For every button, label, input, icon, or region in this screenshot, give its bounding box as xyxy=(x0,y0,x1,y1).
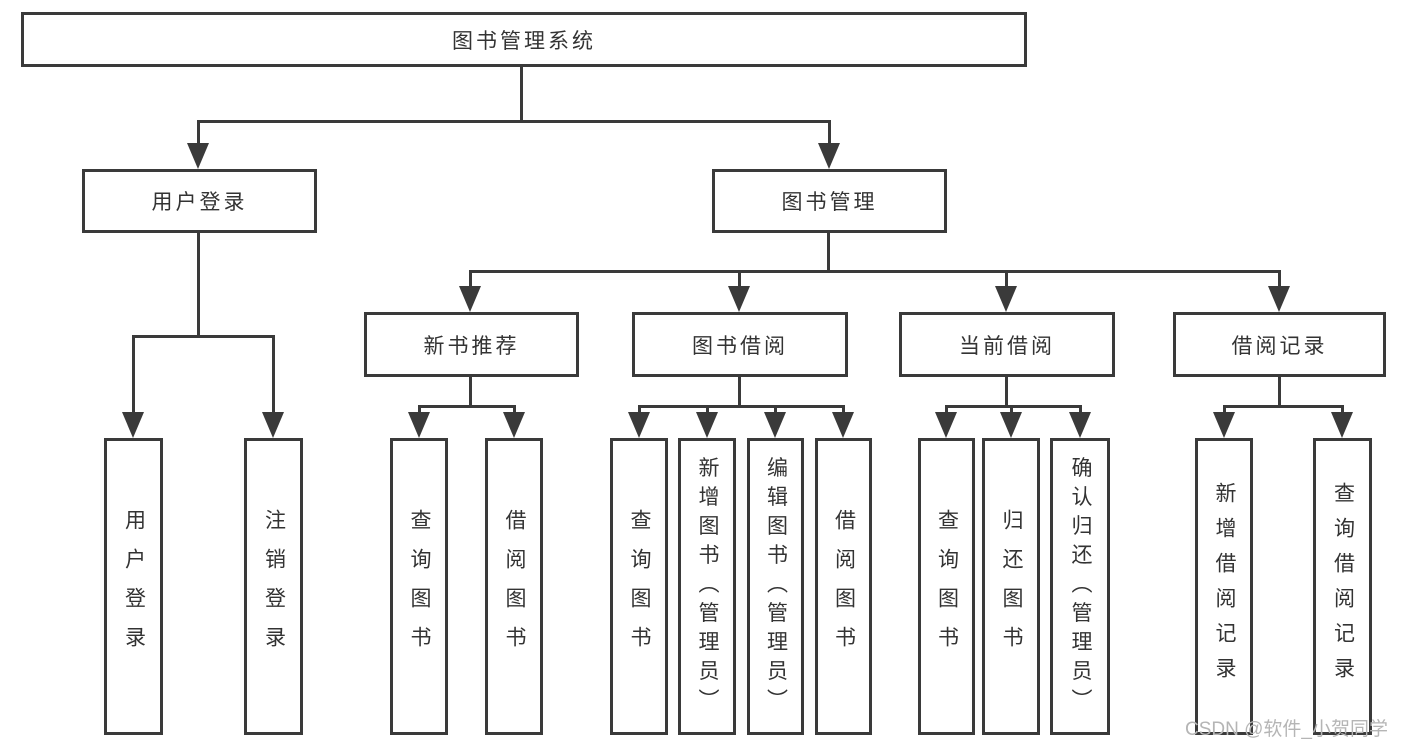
leaf-query-books-recommend: 查询图书 xyxy=(390,438,448,735)
arrowhead-g3-leaf2 xyxy=(696,412,718,438)
leaf-edit-book-admin-label: 编辑图书（管理员） xyxy=(764,456,788,717)
node-book-borrowing-label: 图书借阅 xyxy=(692,334,788,358)
connector-book-borrowing-drop xyxy=(738,377,741,405)
leaf-add-book-admin-label: 新增图书（管理员） xyxy=(696,456,719,717)
arrowhead-new-book xyxy=(459,286,481,312)
connector-user-login-drop xyxy=(197,233,200,335)
connector-g3-leaf3-stem xyxy=(774,405,777,412)
connector-book-management-stem xyxy=(828,120,831,143)
leaf-logout-label: 注销登录 xyxy=(262,508,286,665)
connector-g2-leaf1-stem xyxy=(418,405,421,412)
leaf-user-login-label: 用户登录 xyxy=(122,508,146,665)
arrowhead-g4-leaf1 xyxy=(935,412,957,438)
connector-g4-leaf2-stem xyxy=(1010,405,1013,412)
arrowhead-g5-leaf1 xyxy=(1213,412,1235,438)
connector-current-borrowing-stem xyxy=(1005,270,1008,286)
leaf-edit-book-admin: 编辑图书（管理员） xyxy=(747,438,804,735)
leaf-return-books: 归还图书 xyxy=(982,438,1040,735)
connector-leaf-login-stem xyxy=(132,335,135,412)
arrowhead-g5-leaf2 xyxy=(1331,412,1353,438)
node-borrowing-records: 借阅记录 xyxy=(1173,312,1386,377)
connector-user-login-stem xyxy=(197,120,200,143)
arrowhead-current-borrowing xyxy=(995,286,1017,312)
node-current-borrowing: 当前借阅 xyxy=(899,312,1115,377)
connector-book-management-drop xyxy=(827,233,830,270)
connector-g5-leaf2-stem xyxy=(1341,405,1344,412)
node-user-login-label: 用户登录 xyxy=(151,191,248,214)
leaf-borrow-books-recommend-label: 借阅图书 xyxy=(503,508,526,665)
connector-g3-leaf2-stem xyxy=(706,405,709,412)
node-library-management-system: 图书管理系统 xyxy=(21,12,1027,67)
leaf-borrow-books-borrowing: 借阅图书 xyxy=(815,438,872,735)
node-library-management-system-label: 图书管理系统 xyxy=(452,29,596,53)
connector-current-borrowing-drop xyxy=(1005,377,1008,405)
connector-level3-bar xyxy=(469,270,1281,273)
arrowhead-user-login xyxy=(187,143,209,169)
node-new-book-recommend: 新书推荐 xyxy=(364,312,579,377)
connector-borrowing-records-stem xyxy=(1278,270,1281,286)
leaf-borrow-books-recommend: 借阅图书 xyxy=(485,438,543,735)
connector-g5-leaf1-stem xyxy=(1223,405,1226,412)
connector-g4-leaf3-stem xyxy=(1079,405,1082,412)
node-current-borrowing-label: 当前借阅 xyxy=(959,334,1055,358)
connector-new-book-bar xyxy=(418,405,516,408)
connector-g3-leaf1-stem xyxy=(638,405,641,412)
leaf-query-borrow-record-label: 查询借阅记录 xyxy=(1331,481,1355,692)
leaf-add-borrow-record: 新增借阅记录 xyxy=(1195,438,1253,735)
connector-borrowing-records-bar xyxy=(1223,405,1344,408)
connector-new-book-stem xyxy=(469,270,472,286)
arrowhead-book-management xyxy=(818,143,840,169)
leaf-query-books-recommend-label: 查询图书 xyxy=(408,508,431,665)
connector-current-borrowing-bar xyxy=(945,405,1082,408)
arrowhead-borrowing-records xyxy=(1268,286,1290,312)
connector-level2-bar xyxy=(197,120,830,123)
arrowhead-book-borrowing xyxy=(728,286,750,312)
connector-leaf-logout-stem xyxy=(272,335,275,412)
connector-g3-leaf4-stem xyxy=(842,405,845,412)
leaf-logout: 注销登录 xyxy=(244,438,303,735)
node-user-login: 用户登录 xyxy=(82,169,317,233)
leaf-query-books-current: 查询图书 xyxy=(918,438,975,735)
leaf-query-books-borrowing-label: 查询图书 xyxy=(628,508,651,665)
leaf-query-books-borrowing: 查询图书 xyxy=(610,438,668,735)
leaf-confirm-return-admin-label: 确认归还（管理员） xyxy=(1069,456,1092,717)
node-book-borrowing: 图书借阅 xyxy=(632,312,848,377)
arrowhead-g3-leaf3 xyxy=(764,412,786,438)
leaf-add-borrow-record-label: 新增借阅记录 xyxy=(1213,481,1236,692)
connector-root-drop xyxy=(520,67,523,120)
arrowhead-leaf-login xyxy=(122,412,144,438)
arrowhead-leaf-logout xyxy=(262,412,284,438)
arrowhead-g3-leaf4 xyxy=(832,412,854,438)
leaf-confirm-return-admin: 确认归还（管理员） xyxy=(1050,438,1110,735)
leaf-query-books-current-label: 查询图书 xyxy=(935,508,959,665)
leaf-borrow-books-borrowing-label: 借阅图书 xyxy=(832,508,856,665)
connector-book-borrowing-bar xyxy=(638,405,845,408)
arrowhead-g3-leaf1 xyxy=(628,412,650,438)
node-new-book-recommend-label: 新书推荐 xyxy=(423,334,520,358)
connector-g2-leaf2-stem xyxy=(513,405,516,412)
arrowhead-g2-leaf2 xyxy=(503,412,525,438)
leaf-return-books-label: 归还图书 xyxy=(1000,508,1023,665)
arrowhead-g2-leaf1 xyxy=(408,412,430,438)
arrowhead-g4-leaf2 xyxy=(1000,412,1022,438)
node-book-management: 图书管理 xyxy=(712,169,947,233)
leaf-user-login: 用户登录 xyxy=(104,438,163,735)
connector-book-borrowing-stem xyxy=(738,270,741,286)
connector-user-login-bar xyxy=(132,335,275,338)
leaf-add-book-admin: 新增图书（管理员） xyxy=(678,438,736,735)
leaf-query-borrow-record: 查询借阅记录 xyxy=(1313,438,1372,735)
node-borrowing-records-label: 借阅记录 xyxy=(1231,334,1328,358)
arrowhead-g4-leaf3 xyxy=(1069,412,1091,438)
connector-borrowing-records-drop xyxy=(1278,377,1281,405)
connector-new-book-drop xyxy=(469,377,472,405)
connector-g4-leaf1-stem xyxy=(945,405,948,412)
node-book-management-label: 图书管理 xyxy=(781,191,878,214)
watermark: CSDN @软件_小贺同学 xyxy=(1185,719,1388,740)
